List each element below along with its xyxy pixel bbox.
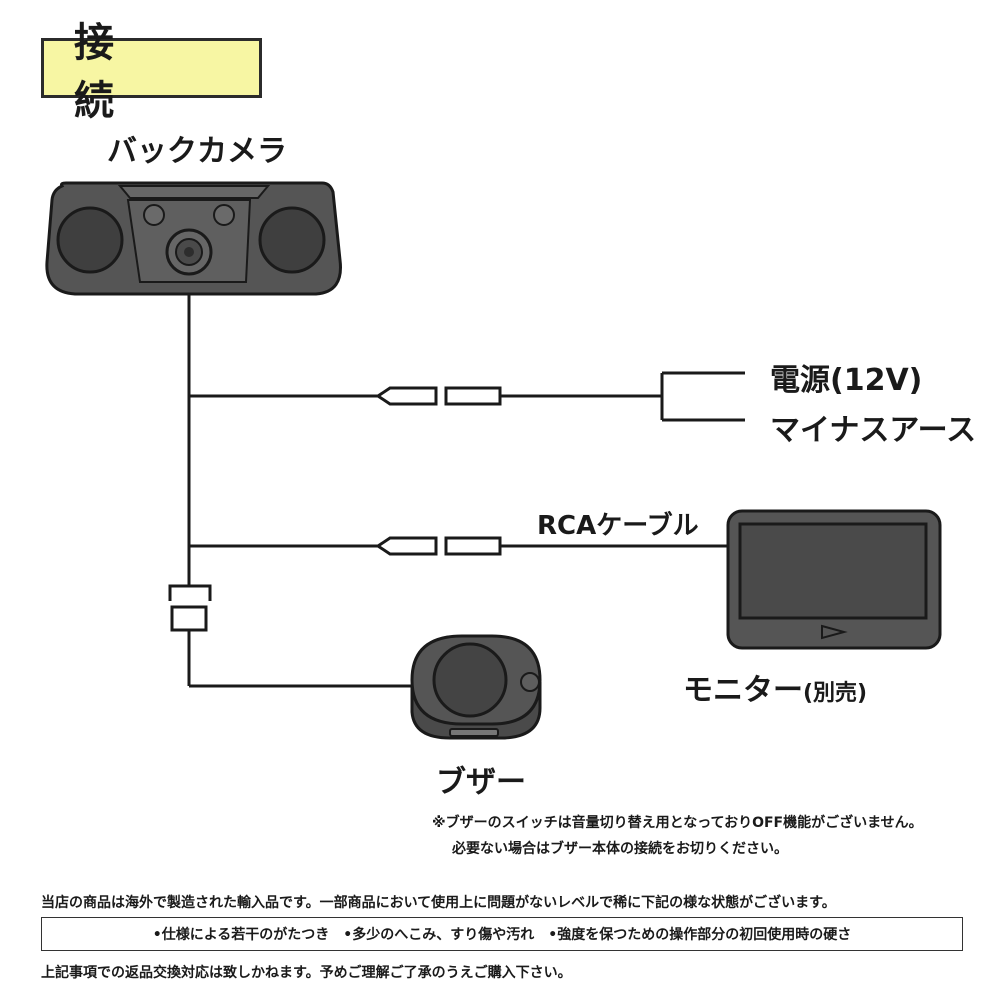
power-label: 電源(12V) (770, 363, 923, 398)
monitor-label-sub: (別売) (803, 681, 868, 706)
section-title: 接 続 (41, 20, 262, 124)
power-connector-icon (375, 386, 502, 406)
cable-lines (187, 294, 745, 688)
camera-label: バックカメラ (107, 134, 287, 169)
disclaimer-bottom: 上記事項での返品交換対応は致しかねます。予めご理解ご了承のうえご購入下さい。 (41, 965, 572, 981)
monitor-label: モニター(別売) (683, 665, 867, 709)
monitor-label-main: モニター (683, 673, 803, 708)
rca-connector-icon (375, 536, 502, 556)
disclaimer-box: •仕様による若干のがたつき •多少のへこみ、すり傷や汚れ •強度を保つための操作… (41, 917, 963, 951)
buzzer-icon (410, 634, 542, 740)
buzzer-label: ブザー (436, 765, 526, 800)
ground-label: マイナスアース (770, 413, 977, 448)
buzzer-note-line1: ※ブザーのスイッチは音量切り替え用となっておりOFF機能がございません。 (432, 815, 923, 831)
monitor-icon (726, 509, 942, 650)
disclaimer-top: 当店の商品は海外で製造された輸入品です。一部商品において使用上に問題がないレベル… (41, 895, 836, 911)
buzzer-connector-icon (168, 584, 212, 632)
back-camera-icon (45, 181, 342, 296)
rca-cable-label: RCAケーブル (537, 511, 699, 541)
buzzer-note-line2: 必要ない場合はブザー本体の接続をお切りください。 (452, 841, 788, 857)
